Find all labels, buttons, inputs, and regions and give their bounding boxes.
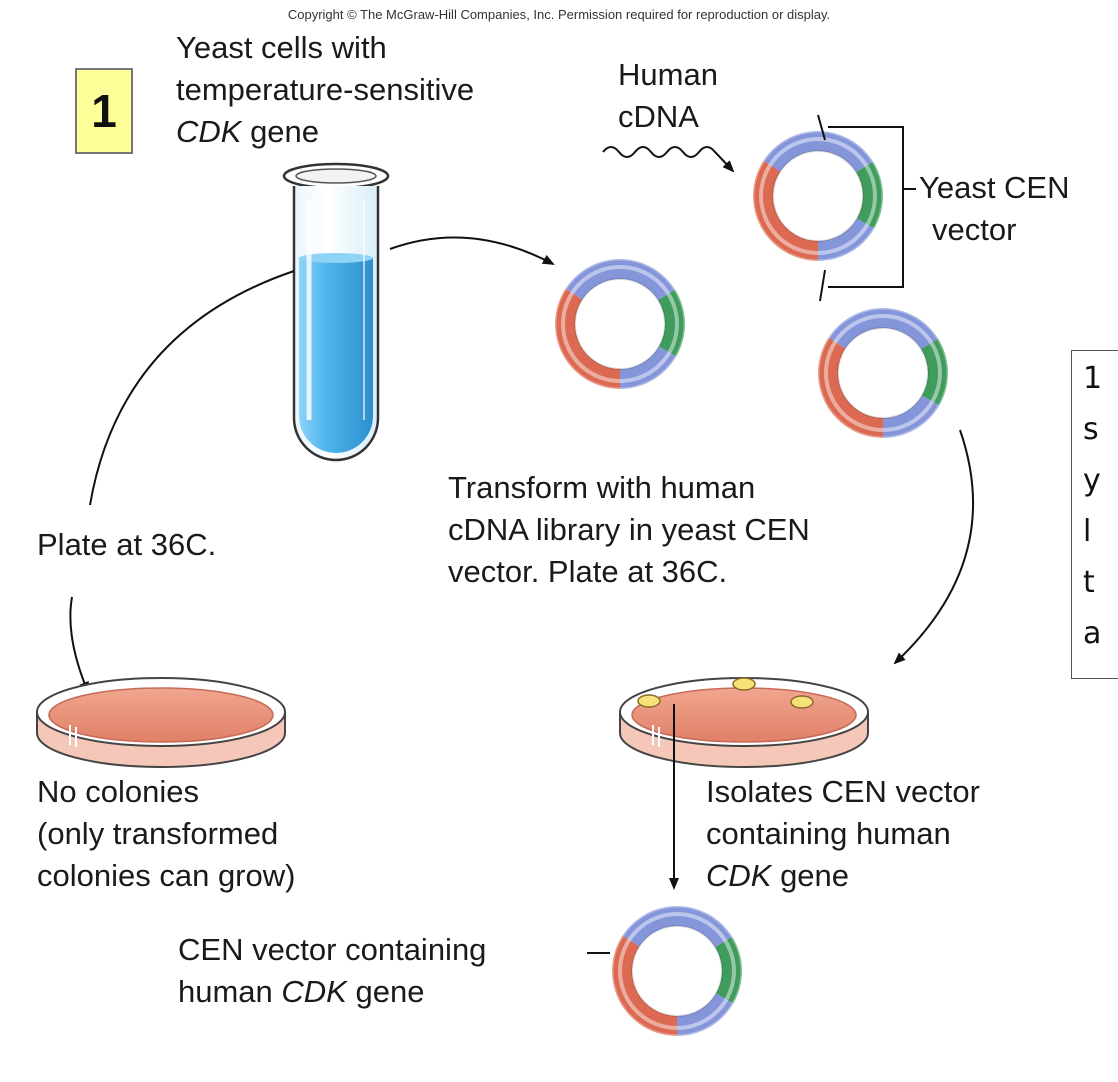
petri-dish-right (619, 677, 869, 768)
note-line-4: l (1083, 514, 1092, 549)
plasmid-transform-left (552, 257, 687, 391)
no-colonies-label-line3: colonies can grow) (37, 858, 296, 893)
colony (790, 695, 814, 709)
yeast-cells-label-line3: CDK gene (176, 114, 320, 149)
yeast-cells-label-line1: Yeast cells with (176, 30, 387, 65)
yeast-cen-vector-label-line1: Yeast CEN (919, 170, 1070, 205)
plate-arrow-right (893, 429, 975, 665)
yeast-cen-vector-label-line2: vector (932, 212, 1017, 247)
note-line-6: a (1083, 616, 1102, 651)
isolates-label-line3: CDK gene (706, 858, 850, 893)
transform-label-line3: vector. Plate at 36C. (448, 554, 728, 589)
note-line-1: 1 (1083, 361, 1103, 396)
plate-36c-label: Plate at 36C. (37, 527, 217, 562)
transform-label-line1: Transform with human (448, 470, 756, 505)
yeast-cells-label-line2: temperature-sensitive (176, 72, 475, 107)
no-colonies-label-line2: (only transformed (37, 816, 279, 851)
cen-vector-final-label-line1: CEN vector containing (178, 932, 487, 967)
step-number-badge: 1 (75, 68, 133, 154)
test-tube (282, 162, 390, 462)
cen-vector-final-label-line2: human CDK gene (178, 974, 425, 1009)
note-box (1071, 350, 1118, 679)
colony (732, 677, 756, 691)
no-colonies-label-line1: No colonies (37, 774, 199, 809)
plate-arrow-left-lower (69, 596, 89, 694)
note-line-5: t (1083, 565, 1095, 600)
note-line-3: y (1083, 463, 1101, 498)
human-cdna-label-line2: cDNA (618, 99, 699, 134)
plasmid-top (750, 129, 885, 263)
cdna-wavy-arrow (602, 146, 735, 173)
colony (637, 694, 661, 708)
transform-label-line2: cDNA library in yeast CEN (448, 512, 810, 547)
plasmid-transform-right (815, 306, 950, 440)
petri-dish-left (36, 677, 286, 768)
isolates-label-line1: Isolates CEN vector (706, 774, 980, 809)
human-cdna-label-line1: Human (618, 57, 718, 92)
transform-arrow (389, 236, 555, 265)
note-line-2: s (1083, 412, 1099, 447)
copyright-notice: Copyright © The McGraw-Hill Companies, I… (287, 7, 831, 22)
vector-bracket (817, 114, 916, 302)
plasmid-final (609, 904, 744, 1038)
plate-arrow-left (89, 270, 295, 506)
tube-liquid (299, 258, 373, 453)
isolates-label-line2: containing human (706, 816, 951, 851)
